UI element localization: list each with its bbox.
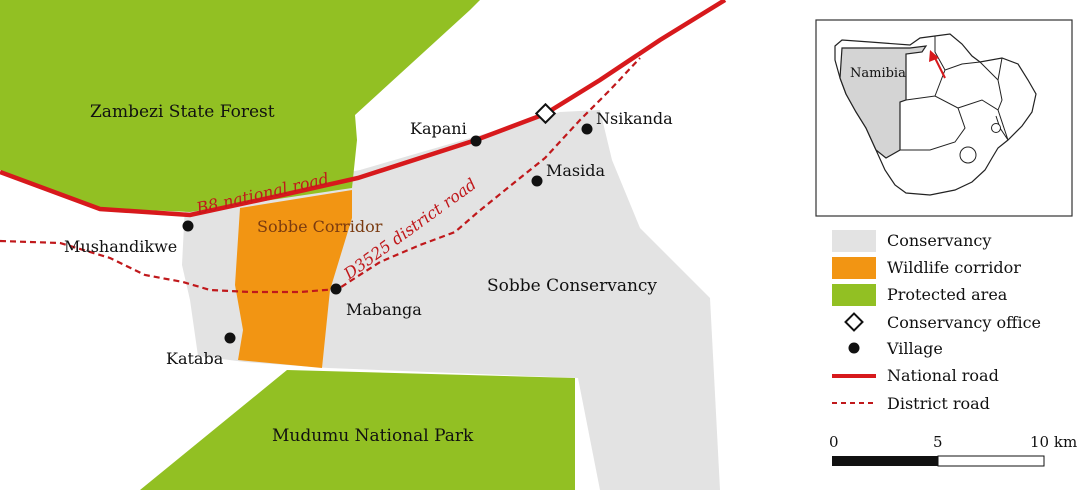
label-kataba: Kataba — [166, 349, 224, 368]
inset-map: Namibia — [815, 19, 1073, 217]
label-sobbe-conservancy: Sobbe Conservancy — [487, 276, 657, 296]
scale-label-5: 5 — [933, 433, 943, 451]
scale-bar: 0 5 10 km — [829, 433, 1077, 467]
inset-location-arrowhead — [929, 50, 939, 62]
village-masida-marker — [531, 175, 543, 187]
sobbe-corridor-area — [235, 190, 352, 368]
label-kapani: Kapani — [410, 119, 467, 138]
label-masida: Masida — [546, 161, 605, 180]
conservancy-office-marker — [534, 102, 557, 125]
label-sobbe-corridor: Sobbe Corridor — [257, 217, 383, 236]
label-mabanga: Mabanga — [346, 300, 422, 319]
legend-label-conservancy: Conservancy — [887, 231, 991, 250]
legend-label-district-road: District road — [887, 394, 990, 413]
label-zambezi-state-forest: Zambezi State Forest — [90, 102, 275, 122]
national-road — [0, 0, 727, 218]
legend-symbol-village — [848, 342, 860, 354]
legend-label-protected-area: Protected area — [887, 285, 1008, 304]
legend-symbol-conservancy-office — [844, 312, 864, 332]
mudumu-national-park-area — [140, 370, 575, 490]
label-mudumu-national-park: Mudumu National Park — [272, 426, 474, 446]
scale-label-10: 10 km — [1030, 433, 1077, 451]
inset-eswatini — [991, 123, 1001, 133]
label-mushandikwe: Mushandikwe — [64, 237, 177, 256]
village-kataba-marker — [224, 332, 236, 344]
legend-label-village: Village — [886, 339, 943, 358]
legend-label-national-road: National road — [887, 366, 999, 385]
inset-namibia-shape — [839, 45, 928, 159]
village-mabanga-marker — [330, 283, 342, 295]
district-road — [0, 57, 641, 294]
village-mushandikwe-marker — [182, 220, 194, 232]
zambezi-state-forest-area — [0, 0, 480, 212]
village-nsikanda-marker — [581, 123, 593, 135]
legend: Conservancy Wildlife corridor Protected … — [832, 230, 1041, 413]
legend-swatch-wildlife-corridor — [832, 257, 876, 279]
legend-swatch-protected-area — [832, 284, 876, 306]
inset-label-namibia: Namibia — [850, 66, 906, 81]
scale-segment-black — [832, 456, 938, 466]
scale-label-0: 0 — [829, 433, 839, 451]
inset-location-arrow — [933, 55, 946, 79]
inset-lesotho — [959, 146, 977, 164]
legend-label-conservancy-office: Conservancy office — [887, 313, 1041, 332]
inset-borders — [900, 36, 1009, 151]
village-kapani-marker — [470, 135, 482, 147]
label-nsikanda: Nsikanda — [596, 109, 673, 128]
scale-segment-white — [937, 455, 1045, 467]
legend-label-wildlife-corridor: Wildlife corridor — [887, 258, 1021, 277]
legend-swatch-conservancy — [832, 230, 876, 252]
